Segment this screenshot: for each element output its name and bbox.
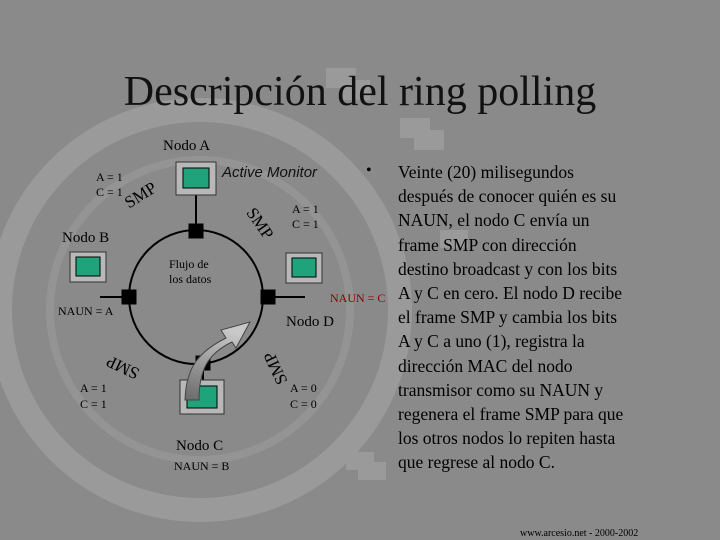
nodo-b-flag-c: C = 1 xyxy=(96,185,123,199)
bullet-line: A y C en cero. El nodo D recibe xyxy=(398,283,623,304)
bg-ring-inner xyxy=(46,156,354,464)
bullet-paragraph: Veinte (20) milisegundos después de cono… xyxy=(398,160,663,475)
data-flow-arrow xyxy=(184,321,251,401)
bg-square xyxy=(358,462,386,480)
bullet-line: los otros nodos lo repiten hasta xyxy=(398,428,616,449)
nodo-c-label: Nodo C xyxy=(176,438,224,454)
nodo-b-naun: NAUN = A xyxy=(58,304,114,318)
bullet-line: que regrese al nodo C. xyxy=(398,452,555,473)
bullet-line: NAUN, el nodo C envía un xyxy=(398,210,590,231)
bg-square xyxy=(340,80,370,100)
nodo-b-monitor xyxy=(69,251,107,283)
bg-square xyxy=(414,130,444,150)
nodo-a-port xyxy=(188,223,204,239)
footer-credit: www.arcesio.net - 2000-2002 xyxy=(520,528,639,539)
bullet-line: dirección MAC del nodo xyxy=(398,355,573,376)
bullet-marker: • xyxy=(366,162,372,179)
nodo-b-label: Nodo B xyxy=(62,230,110,246)
nodo-d-label: Nodo D xyxy=(286,314,334,330)
nodo-c-flag-a: A = 1 xyxy=(80,381,107,395)
bullet-line: el frame SMP y cambia los bits xyxy=(398,307,618,328)
slide-title: Descripción del ring polling xyxy=(123,69,597,115)
flow-label-line2: los datos xyxy=(169,272,212,286)
bullet-line: Veinte (20) milisegundos xyxy=(398,162,574,182)
bg-ring xyxy=(0,98,412,522)
nodo-d-naun: NAUN = C xyxy=(330,291,386,305)
flow-label-line1: Flujo de xyxy=(169,257,209,271)
nodo-d-port xyxy=(260,289,276,305)
bullet-line: A y C a uno (1), registra la xyxy=(398,331,585,352)
nodo-b-port xyxy=(121,289,137,305)
bullet-line: después de conocer quién es su xyxy=(398,186,617,207)
active-monitor-label: Active Monitor xyxy=(222,164,318,181)
bg-square xyxy=(440,230,468,248)
nodo-a-flag-a: A = 1 xyxy=(292,202,319,216)
nodo-c-naun: NAUN = B xyxy=(174,459,230,473)
nodo-c-flag-c: C = 1 xyxy=(80,397,107,411)
bullet-line: destino broadcast y con los bits xyxy=(398,258,618,279)
bullet-line: regenera el frame SMP para que xyxy=(398,404,624,425)
bullet-line: frame SMP con dirección xyxy=(398,234,577,255)
nodo-d-monitor xyxy=(285,252,323,284)
nodo-a-monitor xyxy=(175,161,217,196)
nodo-b-flag-a: A = 1 xyxy=(96,170,123,184)
nodo-a-label: Nodo A xyxy=(163,138,211,154)
nodo-a-flag-c: C = 1 xyxy=(292,217,319,231)
nodo-d-flag-a: A = 0 xyxy=(290,381,317,395)
token-ring xyxy=(128,229,264,365)
nodo-d-flag-c: C = 0 xyxy=(290,397,317,411)
bullet-line: transmisor como su NAUN y xyxy=(398,379,604,400)
